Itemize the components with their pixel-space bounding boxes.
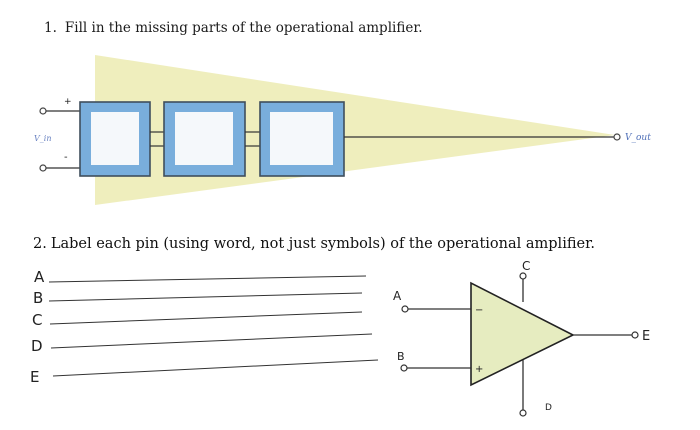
pin-a-terminal	[402, 306, 408, 312]
non-inverting-sign: +	[475, 364, 483, 375]
pin-a-label: A	[393, 289, 402, 303]
pin-c-label: C	[522, 259, 530, 273]
pin-c-terminal	[520, 273, 526, 279]
opamp-symbol-diagram: C A − B + E D	[0, 255, 700, 430]
pin-d-label: D	[545, 403, 552, 413]
pin-e-label: E	[642, 329, 650, 344]
pin-b-label: B	[397, 350, 405, 363]
pin-b-terminal	[401, 365, 407, 371]
pin-d-terminal	[520, 410, 526, 416]
opamp-triangle	[471, 283, 573, 385]
pin-e-terminal	[632, 332, 638, 338]
inverting-sign: −	[475, 305, 483, 316]
